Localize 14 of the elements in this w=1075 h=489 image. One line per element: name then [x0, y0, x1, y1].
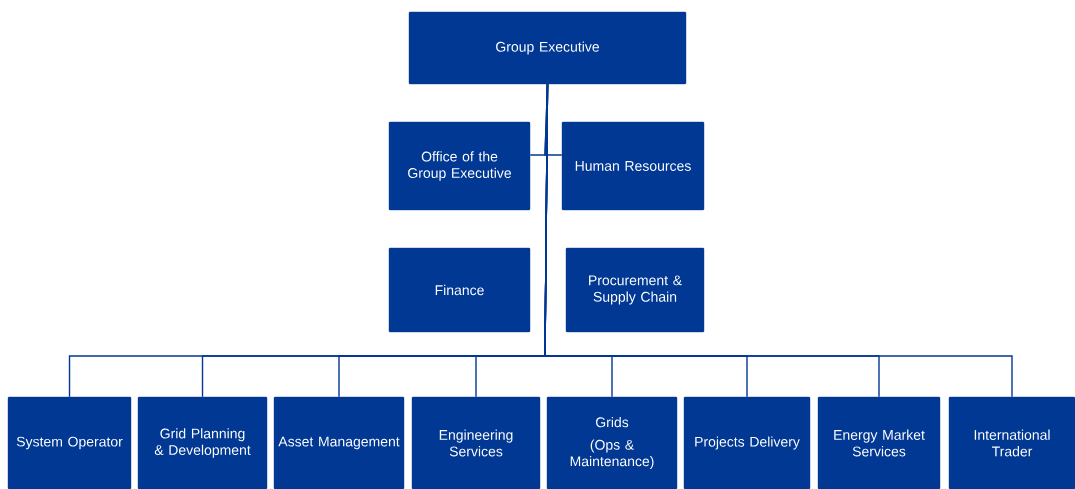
org-box: International Trader [948, 396, 1075, 489]
org-box: Grid Planning & Development [137, 396, 268, 489]
org-box: Human Resources [561, 121, 705, 211]
org-box: Grids (Ops & Maintenance) [546, 396, 678, 489]
org-box: Finance [388, 247, 531, 333]
org-box: Asset Management [273, 396, 405, 489]
org-box: Engineering Services [411, 396, 541, 489]
org-box: Office of the Group Executive [388, 121, 531, 211]
org-box: Group Executive [408, 11, 687, 85]
org-box: Energy Market Services [817, 396, 941, 489]
org-box: Projects Delivery [683, 396, 811, 489]
connector-line [544, 83, 1013, 398]
org-box: System Operator [7, 396, 132, 489]
org-box: Procurement & Supply Chain [565, 247, 705, 333]
